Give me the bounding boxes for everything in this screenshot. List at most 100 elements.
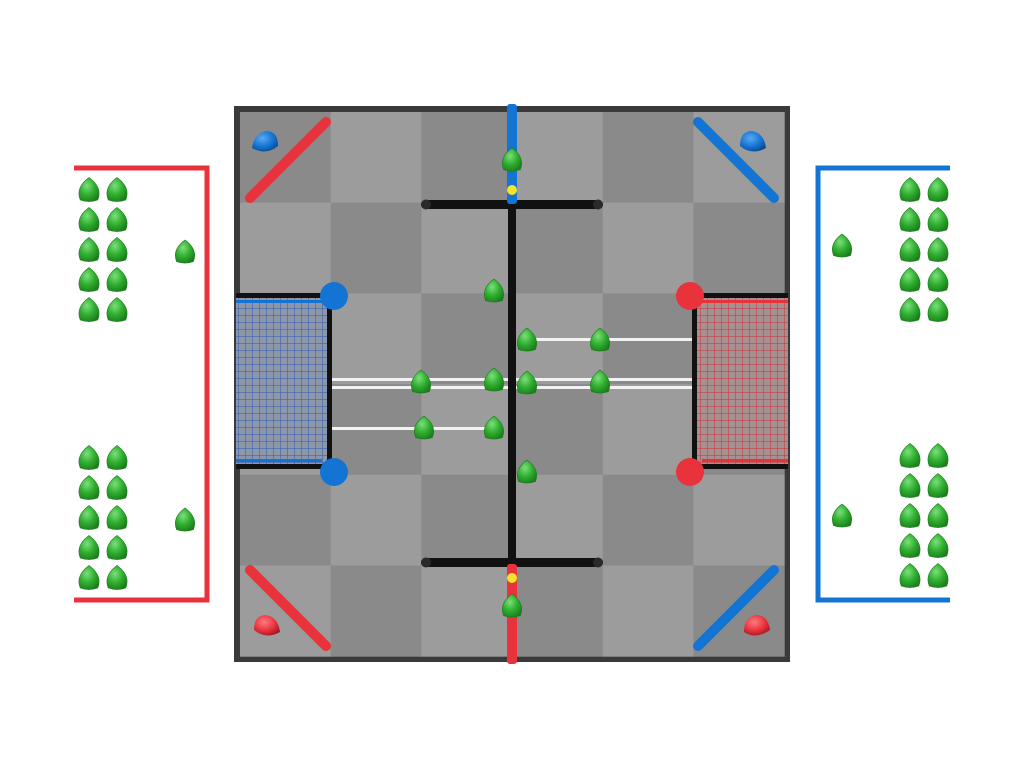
field-tile xyxy=(602,384,694,476)
triball xyxy=(484,278,504,303)
blue-side-line xyxy=(528,338,782,341)
triball xyxy=(175,507,195,532)
blue-match-load-bar-bottom xyxy=(693,565,779,651)
field-tile xyxy=(330,293,422,385)
triball xyxy=(78,237,100,262)
triball xyxy=(927,443,949,468)
field-tile xyxy=(421,474,513,566)
triball xyxy=(517,459,537,484)
blue-goal xyxy=(236,282,348,486)
triball xyxy=(590,327,610,352)
triball xyxy=(78,565,100,590)
field-tile xyxy=(602,474,694,566)
triball xyxy=(927,503,949,528)
triball xyxy=(899,533,921,558)
triball xyxy=(414,415,434,440)
triball xyxy=(106,535,128,560)
triball xyxy=(517,327,537,352)
match-load-bars xyxy=(245,117,779,651)
field-tile xyxy=(421,112,513,204)
field-tile xyxy=(693,474,785,566)
triball xyxy=(106,475,128,500)
triball xyxy=(106,177,128,202)
blue-alliance-triball xyxy=(740,131,766,152)
red-goal xyxy=(676,282,788,486)
field-tile xyxy=(512,565,604,657)
red-alliance-triball xyxy=(254,615,280,636)
field-tile xyxy=(602,112,694,204)
field-tile xyxy=(421,565,513,657)
triball xyxy=(899,267,921,292)
field-tile xyxy=(421,293,513,385)
triball xyxy=(832,233,852,258)
triball xyxy=(106,207,128,232)
blue-match-load-bar-top xyxy=(693,117,779,203)
triball xyxy=(927,297,949,322)
field-tile xyxy=(330,565,422,657)
triball xyxy=(78,475,100,500)
triball xyxy=(899,177,921,202)
triball xyxy=(517,370,537,395)
red-match-load-bar-top xyxy=(245,117,331,203)
red-goal-post-bottom xyxy=(676,458,704,486)
blue-elevation-cap xyxy=(507,185,517,195)
red-goal-post-top xyxy=(676,282,704,310)
field-tile xyxy=(602,202,694,294)
alliance-triballs xyxy=(252,131,770,636)
triball xyxy=(106,237,128,262)
blue-goal-post-bottom xyxy=(320,458,348,486)
triball xyxy=(899,207,921,232)
triball xyxy=(78,505,100,530)
triball xyxy=(78,177,100,202)
triball xyxy=(899,297,921,322)
triball xyxy=(899,503,921,528)
red-match-load-bar-bottom xyxy=(245,565,331,651)
blue-alliance-triball xyxy=(252,131,278,152)
red-alliance-triball xyxy=(744,615,770,636)
red-side-line xyxy=(242,427,496,430)
field-tile xyxy=(512,474,604,566)
field-tile xyxy=(693,202,785,294)
triball xyxy=(927,533,949,558)
triball xyxy=(78,267,100,292)
field-tile xyxy=(512,112,604,204)
red-loading-zone xyxy=(74,165,210,603)
triball xyxy=(106,565,128,590)
field-tile xyxy=(602,565,694,657)
triball xyxy=(78,535,100,560)
triball xyxy=(411,369,431,394)
triball xyxy=(106,297,128,322)
triball xyxy=(175,239,195,264)
blue-goal-post-top xyxy=(320,282,348,310)
triball xyxy=(78,207,100,232)
field-tile xyxy=(240,474,332,566)
triball xyxy=(502,593,522,618)
triball xyxy=(106,267,128,292)
triball xyxy=(484,367,504,392)
blue-loading-zone xyxy=(815,165,950,603)
field-tile xyxy=(240,202,332,294)
triballs xyxy=(78,147,949,618)
triball xyxy=(106,445,128,470)
triball xyxy=(78,297,100,322)
triball xyxy=(927,563,949,588)
triball xyxy=(899,563,921,588)
triball xyxy=(106,505,128,530)
field-tile xyxy=(330,202,422,294)
triball xyxy=(927,237,949,262)
field-tile xyxy=(421,202,513,294)
triball xyxy=(927,177,949,202)
triball xyxy=(590,369,610,394)
triball xyxy=(484,415,504,440)
triball xyxy=(502,147,522,172)
triball xyxy=(899,443,921,468)
triball xyxy=(899,473,921,498)
triball xyxy=(927,473,949,498)
triball xyxy=(899,237,921,262)
triball xyxy=(78,445,100,470)
red-elevation-cap xyxy=(507,573,517,583)
field-tile xyxy=(330,112,422,204)
triball xyxy=(832,503,852,528)
field-tile xyxy=(330,474,422,566)
